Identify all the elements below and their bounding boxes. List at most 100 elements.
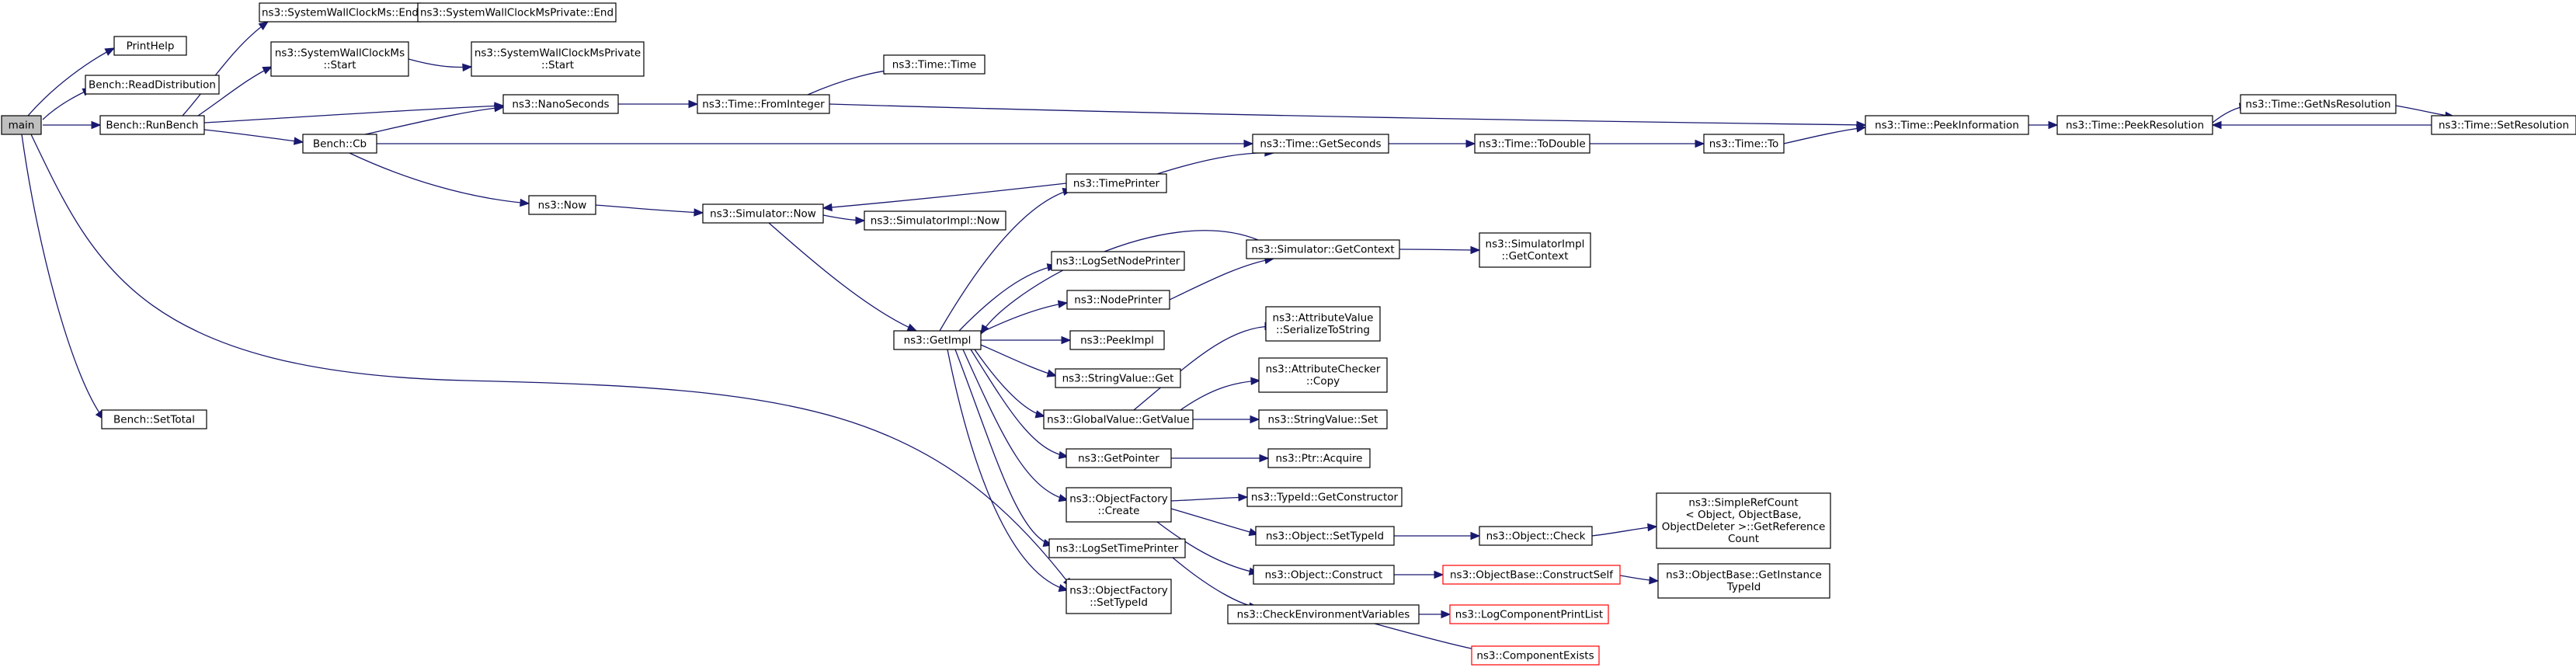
node-swcend[interactable]: ns3::SystemWallClockMs::End <box>259 2 422 23</box>
node-setres[interactable]: ns3::Time::SetResolution <box>2431 115 2576 135</box>
node-label: ns3::TypeId::GetConstructor <box>1251 491 1399 503</box>
node-simnow[interactable]: ns3::Simulator::Now <box>702 203 824 224</box>
node-runbench[interactable]: Bench::RunBench <box>99 115 205 135</box>
node-attrcopy[interactable]: ns3::AttributeChecker::Copy <box>1258 357 1388 393</box>
edge-runbench-to-swcend <box>182 21 269 116</box>
node-label: ns3::LogSetNodePrinter <box>1056 255 1180 267</box>
arrowhead <box>906 323 918 332</box>
node-getconstructor[interactable]: ns3::TypeId::GetConstructor <box>1246 487 1403 507</box>
edge-timeprinter-to-simnow <box>822 183 1067 212</box>
node-label: ns3::SimulatorImpl::Now <box>871 214 999 227</box>
node-box <box>1066 487 1172 523</box>
node-ofsettypeid[interactable]: ns3::ObjectFactory::SetTypeId <box>1066 579 1172 614</box>
node-attrserialize[interactable]: ns3::AttributeValue::SerializeToString <box>1265 306 1381 342</box>
node-svset[interactable]: ns3::StringValue::Set <box>1258 409 1388 429</box>
node-getnsres[interactable]: ns3::Time::GetNsResolution <box>2240 94 2397 114</box>
edge-line <box>807 69 894 96</box>
node-timeto[interactable]: ns3::Time::To <box>1703 134 1785 154</box>
node-box <box>702 203 824 224</box>
node-gvgetvalue[interactable]: ns3::GlobalValue::GetValue <box>1043 409 1194 429</box>
node-readdist[interactable]: Bench::ReadDistribution <box>85 75 220 95</box>
edge-main-to-settotal <box>21 134 105 421</box>
node-swcpstart[interactable]: ns3::SystemWallClockMsPrivate::Start <box>471 41 645 77</box>
edge-line <box>1591 526 1657 537</box>
node-box <box>259 2 422 23</box>
node-lognodeprinter[interactable]: ns3::LogSetNodePrinter <box>1051 251 1185 271</box>
arrowhead <box>822 203 833 212</box>
node-objcheck[interactable]: ns3::Object::Check <box>1479 526 1593 546</box>
node-nanoseconds[interactable]: ns3::NanoSeconds <box>502 94 619 114</box>
arrowhead <box>1470 245 1481 255</box>
node-box <box>1255 526 1395 546</box>
node-box <box>1258 357 1388 393</box>
node-nodeprinter[interactable]: ns3::NodePrinter <box>1066 290 1170 310</box>
node-checkenv[interactable]: ns3::CheckEnvironmentVariables <box>1227 604 1420 624</box>
arrowhead <box>1058 450 1069 460</box>
node-label: TypeId <box>1726 581 1761 593</box>
arrowhead <box>1046 369 1058 377</box>
node-compexists[interactable]: ns3::ComponentExists <box>1471 645 1600 666</box>
arrowhead <box>855 216 866 225</box>
edge-frominteger-to-timetime <box>807 66 895 96</box>
node-label: ns3::Object::SetTypeId <box>1266 530 1384 542</box>
node-printhelp[interactable]: PrintHelp <box>113 36 187 56</box>
arrowhead <box>91 120 102 130</box>
node-label: ns3::NanoSeconds <box>512 98 609 110</box>
node-box <box>417 2 617 23</box>
node-swcpend[interactable]: ns3::SystemWallClockMsPrivate::End <box>417 2 617 23</box>
edge-line <box>962 349 1069 501</box>
node-getpointer[interactable]: ns3::GetPointer <box>1066 448 1172 468</box>
edge-ofcreate-to-getconstructor <box>1170 493 1249 502</box>
node-box <box>1 115 42 135</box>
node-box <box>1657 563 1830 599</box>
node-box <box>883 54 986 75</box>
node-label: ns3::CheckEnvironmentVariables <box>1237 608 1410 621</box>
edge-benchcb-to-nsnow <box>349 152 530 207</box>
node-ofcreate[interactable]: ns3::ObjectFactory::Create <box>1066 487 1172 523</box>
node-label: ns3::ObjectFactory <box>1069 585 1168 597</box>
edge-runbench-to-swcstart <box>197 66 273 116</box>
arrowhead <box>1034 410 1046 419</box>
node-label: Bench::SetTotal <box>113 413 195 426</box>
node-getcontext[interactable]: ns3::Simulator::GetContext <box>1246 239 1400 259</box>
node-timeprinter[interactable]: ns3::TimePrinter <box>1066 173 1167 193</box>
node-box <box>1246 487 1403 507</box>
node-objsettypeid[interactable]: ns3::Object::SetTypeId <box>1255 526 1395 546</box>
edge-line <box>595 204 704 214</box>
node-swcstart[interactable]: ns3::SystemWallClockMs::Start <box>270 41 409 77</box>
node-frominteger[interactable]: ns3::Time::FromInteger <box>697 94 830 114</box>
node-getimpl[interactable]: ns3::GetImpl <box>893 330 982 350</box>
node-peekimpl[interactable]: ns3::PeekImpl <box>1069 330 1165 350</box>
node-todouble[interactable]: ns3::Time::ToDouble <box>1474 134 1590 154</box>
node-label: ns3::LogSetTimePrinter <box>1056 542 1179 555</box>
node-main[interactable]: main <box>1 115 42 135</box>
node-logcomplist[interactable]: ns3::LogComponentPrintList <box>1449 604 1609 624</box>
node-getseconds[interactable]: ns3::Time::GetSeconds <box>1252 134 1389 154</box>
arrowhead <box>1647 523 1658 532</box>
node-box <box>1051 251 1185 271</box>
node-settotal[interactable]: Bench::SetTotal <box>101 409 207 429</box>
node-simimplnow[interactable]: ns3::SimulatorImpl::Now <box>864 210 1006 231</box>
node-peekinfo[interactable]: ns3::Time::PeekInformation <box>1865 115 2029 135</box>
node-simplerefcount[interactable]: ns3::SimpleRefCount< Object, ObjectBase,… <box>1656 492 1831 549</box>
node-objconstruct[interactable]: ns3::Object::Construct <box>1253 565 1395 585</box>
edge-objconstruct-to-constructself <box>1394 570 1444 579</box>
node-box <box>1069 330 1165 350</box>
node-label: ns3::SystemWallClockMs <box>275 47 405 60</box>
edge-line <box>822 183 1067 209</box>
node-constructself[interactable]: ns3::ObjectBase::ConstructSelf <box>1442 565 1621 585</box>
edge-todouble-to-timeto <box>1590 139 1705 148</box>
node-timetime[interactable]: ns3::Time::Time <box>883 54 986 75</box>
node-benchcb[interactable]: Bench::Cb <box>302 134 377 154</box>
node-label: ns3::Time::FromInteger <box>702 98 825 110</box>
node-logtimeprinter[interactable]: ns3::LogSetTimePrinter <box>1048 538 1186 558</box>
node-implgetcontext[interactable]: ns3::SimulatorImpl::GetContext <box>1479 232 1591 268</box>
node-label: ns3::SimpleRefCount <box>1688 497 1798 509</box>
node-ptracquire[interactable]: ns3::Ptr::Acquire <box>1267 448 1371 468</box>
node-peekres[interactable]: ns3::Time::PeekResolution <box>2056 115 2213 135</box>
node-svget[interactable]: ns3::StringValue::Get <box>1055 368 1181 388</box>
edge-gvgetvalue-to-attrcopy <box>1180 377 1261 411</box>
node-nsnow[interactable]: ns3::Now <box>528 195 596 215</box>
